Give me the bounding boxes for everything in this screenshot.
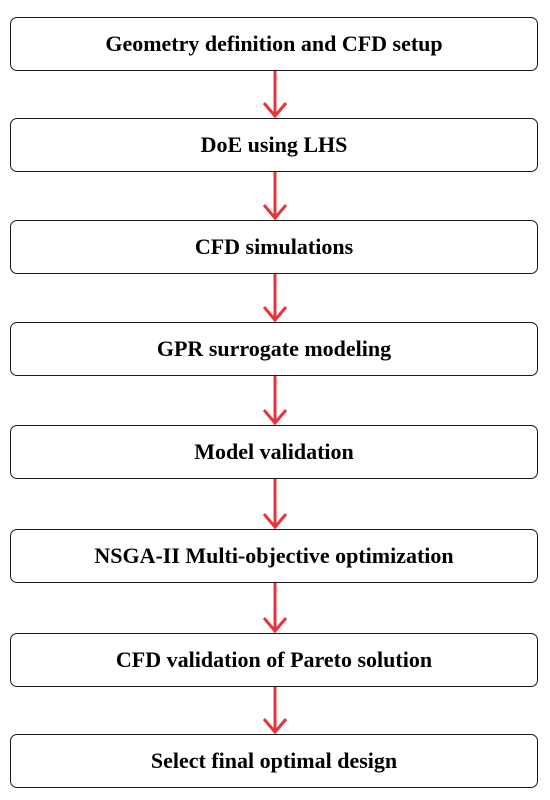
step-geometry-definition: Geometry definition and CFD setup xyxy=(10,17,538,71)
arrow-down-icon xyxy=(262,172,288,221)
step-cfd-validation-pareto: CFD validation of Pareto solution xyxy=(10,633,538,687)
step-label: NSGA-II Multi-objective optimization xyxy=(94,543,454,568)
arrow-down-icon xyxy=(262,479,288,530)
step-select-final-design: Select final optimal design xyxy=(10,734,538,788)
step-label: CFD validation of Pareto solution xyxy=(115,647,433,672)
step-label: CFD simulations xyxy=(194,234,354,259)
step-label: Geometry definition and CFD setup xyxy=(105,31,443,56)
arrow-down-icon xyxy=(262,583,288,634)
step-label: Model validation xyxy=(194,439,354,464)
step-nsga-ii-optimization: NSGA-II Multi-objective optimization xyxy=(10,529,538,583)
step-label: Select final optimal design xyxy=(150,748,398,773)
step-cfd-simulations: CFD simulations xyxy=(10,220,538,274)
arrow-down-icon xyxy=(262,376,288,426)
step-model-validation: Model validation xyxy=(10,425,538,479)
arrow-down-icon xyxy=(262,274,288,323)
arrow-down-icon xyxy=(262,687,288,735)
step-gpr-surrogate-modeling: GPR surrogate modeling xyxy=(10,322,538,376)
step-doe-lhs: DoE using LHS xyxy=(10,118,538,172)
step-label: DoE using LHS xyxy=(200,132,348,157)
arrow-down-icon xyxy=(262,71,288,119)
step-label: GPR surrogate modeling xyxy=(156,336,392,361)
